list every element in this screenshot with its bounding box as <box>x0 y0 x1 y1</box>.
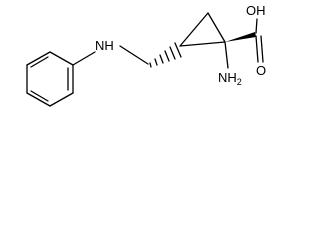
carboxyl-oh-label: OH <box>246 3 266 18</box>
ring-double-bond <box>30 56 49 68</box>
cyclopropane-ring <box>179 12 226 47</box>
hash-line <box>154 58 158 66</box>
ring-bond <box>49 92 74 107</box>
phenyl-nitrogen-bond <box>72 51 96 66</box>
amino-subscript: 2 <box>237 77 242 87</box>
ring-bond <box>179 12 209 47</box>
amino-nh-text: NH <box>218 70 237 85</box>
ring-bond <box>26 51 51 66</box>
amine-nh-label: NH <box>95 38 114 53</box>
hashed-wedge-bond <box>149 42 182 68</box>
ring-bond <box>179 41 226 47</box>
hydroxyl-bond <box>255 18 258 34</box>
ring-bond <box>49 51 74 66</box>
solid-wedge-bond <box>225 32 256 42</box>
amino-bond <box>224 41 229 69</box>
carboxyl-o-label: O <box>256 63 266 78</box>
amino-nh2-label: NH2 <box>218 70 242 87</box>
hash-line <box>149 62 152 68</box>
nitrogen-methylene-bond <box>119 45 149 65</box>
ring-double-bond <box>30 90 49 102</box>
ring-bond <box>207 12 226 43</box>
hash-line <box>164 50 170 62</box>
hash-line <box>174 42 182 58</box>
carbonyl-bond <box>255 35 259 63</box>
chemical-structure: NH OH O NH2 <box>26 3 266 107</box>
hash-line <box>159 54 164 64</box>
hash-line <box>169 46 176 60</box>
benzene-ring <box>26 51 74 107</box>
ring-bond <box>26 92 51 107</box>
carbonyl-double-bond <box>260 35 264 63</box>
